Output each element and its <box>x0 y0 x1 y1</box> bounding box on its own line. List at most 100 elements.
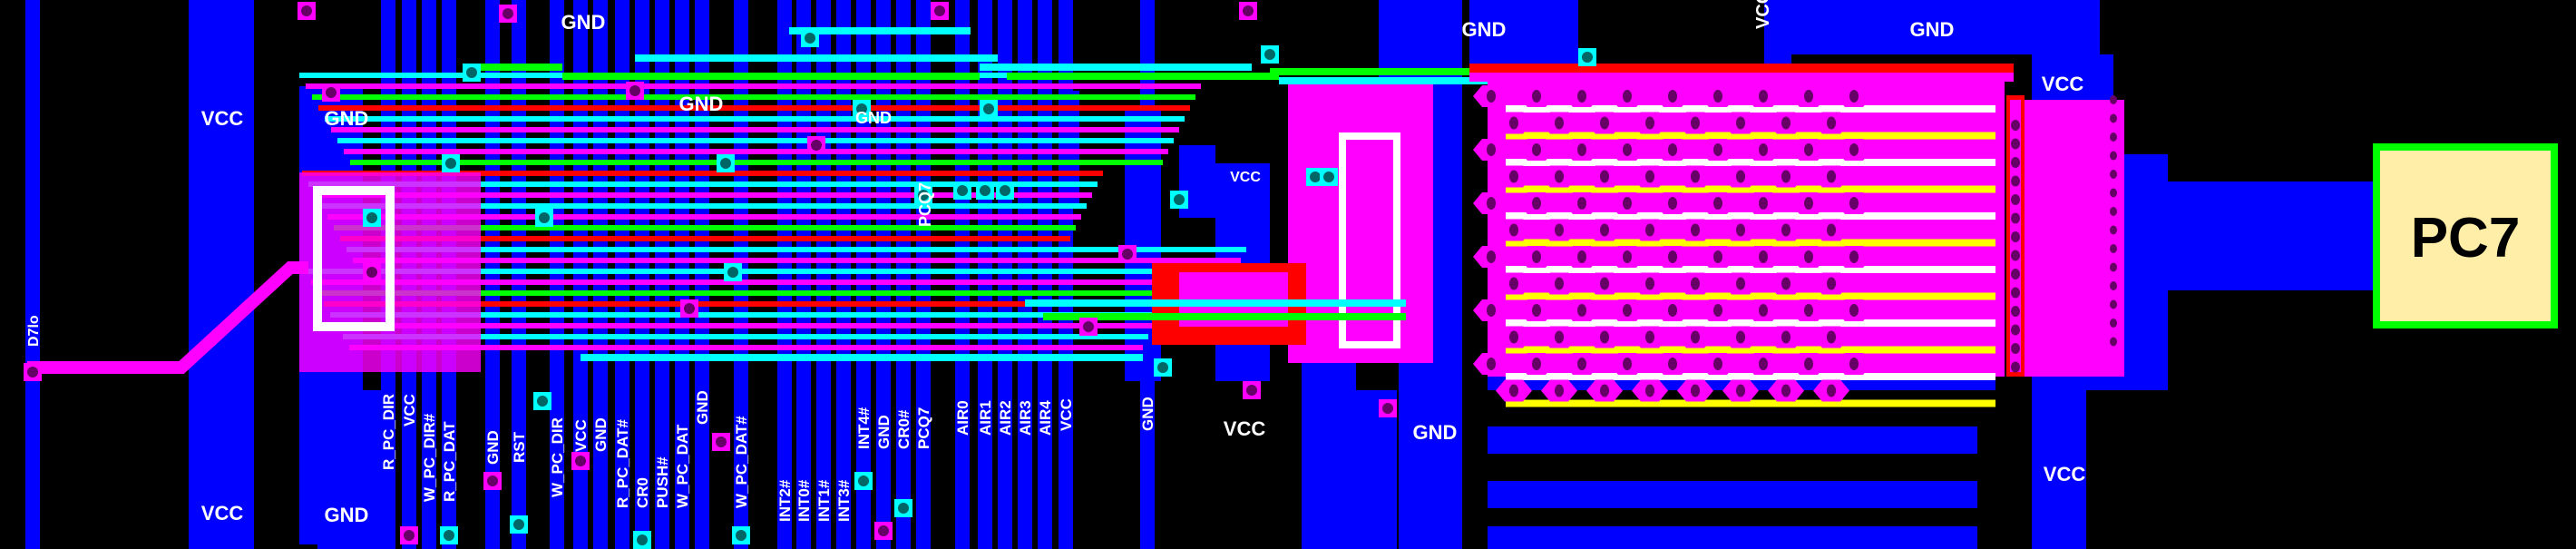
copper-area <box>317 390 390 549</box>
net-label-gnd: GND <box>1910 18 1955 41</box>
pad-drill <box>1668 250 1677 263</box>
pad-drill <box>1555 330 1564 344</box>
net-label-gnd: GND <box>679 93 724 115</box>
pad-drill <box>2011 138 2020 150</box>
pad-drill <box>2011 287 2020 299</box>
pad-drill <box>1645 170 1654 183</box>
pin-trace <box>796 0 811 549</box>
pad-drill <box>1555 170 1564 183</box>
signal-trace <box>1279 77 1488 84</box>
via-drill <box>983 103 994 114</box>
via-drill <box>1157 362 1168 373</box>
pad-drill <box>1781 384 1791 397</box>
via-drill <box>1323 172 1334 182</box>
via-drill <box>537 396 548 407</box>
pad-drill <box>1804 143 1813 156</box>
pad-drill <box>1600 277 1609 290</box>
pad-drill <box>1827 116 1836 130</box>
pad-drill <box>1781 277 1791 290</box>
via-drill <box>575 456 586 466</box>
pad-drill <box>1555 116 1564 130</box>
pin-trace <box>916 0 931 549</box>
pad-drill <box>1532 90 1541 103</box>
pad-drill <box>2110 188 2117 198</box>
signal-trace <box>311 279 1176 285</box>
via-drill <box>487 475 498 486</box>
silk-stripe <box>1506 105 1995 113</box>
pad-drill <box>1759 197 1768 210</box>
pad-drill <box>1736 223 1745 237</box>
pad-drill <box>1600 170 1609 183</box>
pad-drill <box>1668 90 1677 103</box>
pin-trace <box>896 0 911 549</box>
via-drill <box>301 5 312 16</box>
signal-trace <box>324 301 1165 307</box>
via-drill <box>326 87 337 98</box>
signal-trace <box>1270 68 1488 75</box>
pad-drill <box>2011 175 2020 187</box>
pad-drill <box>1827 170 1836 183</box>
signal-trace <box>327 214 1081 220</box>
signal-trace <box>325 116 1185 122</box>
pad-drill <box>2110 299 2117 309</box>
pad-drill <box>2110 244 2117 253</box>
via-drill <box>27 367 38 377</box>
pad-drill <box>2110 132 2117 142</box>
pad-drill <box>1849 358 1859 370</box>
signal-trace <box>562 73 980 80</box>
via-drill <box>1000 185 1010 196</box>
pad-drill <box>1713 90 1722 103</box>
via-drill <box>404 530 415 541</box>
silk-stripe <box>1506 373 1995 380</box>
via-drill <box>513 519 524 530</box>
pad-drill <box>1827 330 1836 344</box>
part-pc7[interactable]: PC7 <box>2373 143 2558 328</box>
signal-trace <box>350 160 1163 165</box>
silk-stripe <box>1506 132 1995 140</box>
pin-label-rpcdat: R_PC_DAT <box>441 421 458 502</box>
pin-trace <box>615 0 629 549</box>
signal-trace <box>581 354 1143 361</box>
pad-drill <box>1600 330 1609 344</box>
via-drill <box>637 534 648 545</box>
pad-drill <box>1804 304 1813 317</box>
pin-label-int2: INT2# <box>776 479 794 522</box>
pin-label-air4: AIR4 <box>1037 400 1054 436</box>
net-label-vcc: VCC <box>201 502 244 524</box>
via-drill <box>716 436 727 447</box>
silk-stripe <box>1506 159 1995 166</box>
pad-drill <box>1827 277 1836 290</box>
pin-label-rst: RST <box>511 431 528 463</box>
pad-drill <box>1645 277 1654 290</box>
via-drill <box>1582 52 1593 63</box>
signal-trace <box>302 171 1103 176</box>
signal-trace <box>1043 313 1406 320</box>
pin-label-gnd: GND <box>592 417 610 452</box>
net-label-gnd: GND <box>1462 18 1507 41</box>
copper-area <box>25 0 40 549</box>
pad-drill <box>2011 324 2020 336</box>
pad-drill <box>1736 277 1745 290</box>
pad-drill <box>1509 116 1518 130</box>
pad-drill <box>1555 223 1564 237</box>
pad-drill <box>1623 90 1632 103</box>
copper-area <box>1791 0 2100 54</box>
pad-drill <box>1713 250 1722 263</box>
pin-trace <box>836 0 851 549</box>
signal-trace <box>306 83 1201 89</box>
net-label-vcc: VCC <box>1753 0 1773 29</box>
pad-drill <box>1509 330 1518 344</box>
silk-stripe <box>1506 319 1995 327</box>
pin-label-pcq7: PCQ7 <box>915 407 932 449</box>
pad-drill <box>1668 143 1677 156</box>
via-drill <box>898 503 909 514</box>
pad-drill <box>1781 170 1791 183</box>
net-label-gnd: GND <box>325 504 369 526</box>
part-pc7-label: PC7 <box>2411 207 2521 270</box>
net-label-gnd: GND <box>1413 421 1458 444</box>
pad-drill <box>1691 277 1700 290</box>
pin-trace <box>876 0 891 549</box>
connector-area <box>1288 82 1433 363</box>
pad-drill <box>2011 306 2020 317</box>
